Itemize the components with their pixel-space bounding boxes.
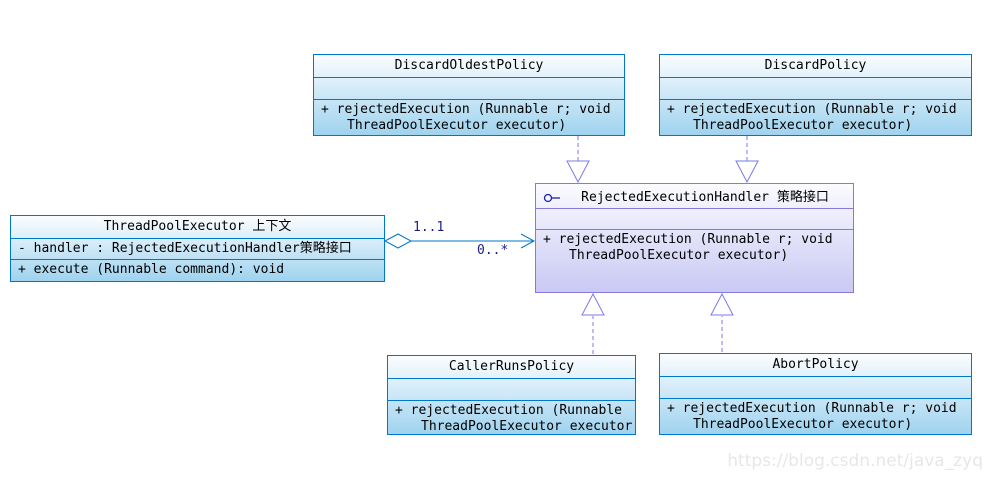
- class-abort-policy: AbortPolicy + rejectedExecution (Runnabl…: [659, 353, 972, 435]
- attributes-compartment: - handler : RejectedExecutionHandler策略接口: [11, 238, 384, 259]
- method-line: ThreadPoolExecutor executor): [693, 118, 913, 133]
- attributes-compartment: [314, 77, 624, 99]
- class-caller-runs-policy: CallerRunsPolicy + rejectedExecution (Ru…: [387, 355, 636, 435]
- methods-compartment: + rejectedExecution (Runnable r; void Th…: [314, 99, 624, 137]
- interface-rejected-execution-handler: RejectedExecutionHandler 策略接口 + rejected…: [535, 183, 854, 293]
- aggregation-association: [383, 233, 536, 249]
- class-title: AbortPolicy: [772, 357, 859, 372]
- attribute-line: - handler : RejectedExecutionHandler策略接口: [18, 241, 352, 256]
- realization-discard-oldest: [566, 136, 590, 184]
- method-line: + rejectedExecution (Runnable r; void: [543, 232, 833, 247]
- methods-compartment: + rejectedExecution (Runnable ThreadPool…: [388, 400, 635, 436]
- method-line: ThreadPoolExecutor executor): [569, 248, 789, 263]
- method-line: + rejectedExecution (Runnable r; void: [321, 102, 611, 117]
- realization-discard: [735, 136, 759, 184]
- methods-compartment: + rejectedExecution (Runnable r; void Th…: [660, 99, 971, 137]
- interface-lollipop-icon: [543, 193, 560, 202]
- multiplicity-target-label: 0..*: [477, 243, 509, 258]
- multiplicity-source-label: 1..1: [413, 220, 445, 235]
- methods-compartment: + rejectedExecution (Runnable r; void Th…: [536, 229, 853, 294]
- realization-caller-runs: [581, 292, 605, 354]
- attributes-compartment: [536, 208, 853, 229]
- class-title: DiscardPolicy: [764, 58, 867, 73]
- class-discard-policy: DiscardPolicy + rejectedExecution (Runna…: [659, 54, 972, 136]
- attributes-compartment: [660, 376, 971, 398]
- method-line: ThreadPoolExecutor executor: [421, 419, 633, 434]
- watermark-text: https://blog.csdn.net/java_zyq: [727, 451, 983, 471]
- method-line: + rejectedExecution (Runnable: [395, 403, 622, 418]
- class-thread-pool-executor-context: ThreadPoolExecutor 上下文 - handler : Rejec…: [10, 215, 385, 282]
- attributes-compartment: [388, 378, 635, 400]
- method-line: + rejectedExecution (Runnable r; void: [667, 102, 957, 117]
- method-line: ThreadPoolExecutor executor): [693, 417, 913, 432]
- class-discard-oldest-policy: DiscardOldestPolicy + rejectedExecution …: [313, 54, 625, 136]
- interface-title-bar: RejectedExecutionHandler 策略接口: [536, 184, 853, 208]
- realization-abort: [710, 292, 734, 352]
- method-line: + rejectedExecution (Runnable r; void: [667, 401, 957, 416]
- interface-title: RejectedExecutionHandler 策略接口: [581, 189, 829, 205]
- methods-compartment: + rejectedExecution (Runnable r; void Th…: [660, 398, 971, 436]
- class-title: DiscardOldestPolicy: [394, 58, 544, 73]
- method-line: + execute (Runnable command): void: [18, 262, 285, 277]
- class-title: ThreadPoolExecutor 上下文: [103, 219, 292, 234]
- method-line: ThreadPoolExecutor executor): [347, 118, 567, 133]
- methods-compartment: + execute (Runnable command): void: [11, 259, 384, 283]
- attributes-compartment: [660, 77, 971, 99]
- class-title: CallerRunsPolicy: [448, 359, 575, 374]
